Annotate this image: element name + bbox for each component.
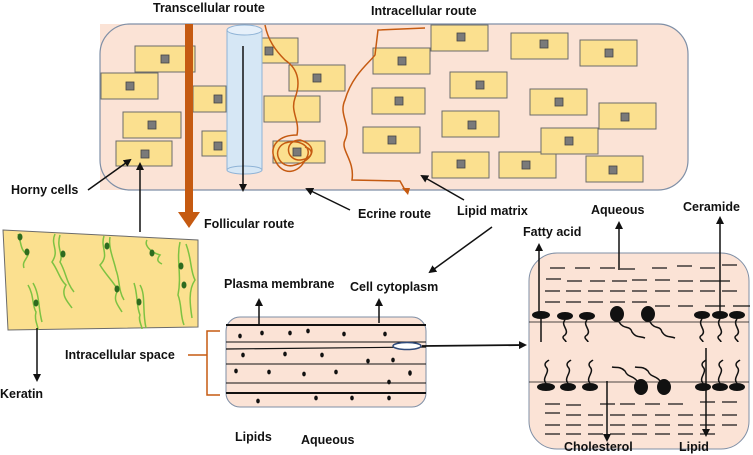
- label-horny-cells: Horny cells: [11, 183, 79, 197]
- label-lipid-matrix: Lipid matrix: [457, 204, 528, 218]
- lipid-matrix-cytoplasm-arrow: [428, 226, 493, 274]
- keratin-nuclei: [17, 233, 187, 307]
- label-plasma-membrane: Plasma membrane: [224, 277, 335, 291]
- label-fatty-acid: Fatty acid: [523, 225, 582, 239]
- lower-lipid-heads: [537, 379, 745, 395]
- horny-cells-arrow-1: [87, 158, 132, 191]
- intracellular-space-bracket: [206, 330, 220, 396]
- transcellular-route-bar: [185, 24, 193, 214]
- zoom-connector-arrow: [421, 341, 527, 350]
- membrane-layers: [225, 324, 427, 394]
- cell-nuclei: [125, 32, 630, 175]
- membrane-particles: [234, 328, 412, 404]
- label-follicular-route: Follicular route: [204, 217, 295, 231]
- zoom-highlight-ellipse: [392, 341, 422, 351]
- follicle-cylinder: [226, 24, 263, 175]
- label-ecrine-route: Ecrine route: [358, 207, 431, 221]
- aqueous-dashes: [545, 264, 750, 435]
- upper-lipid-heads: [532, 306, 745, 322]
- label-cholesterol: Cholesterol: [564, 440, 633, 454]
- ecrine-route-arrow: [305, 188, 351, 211]
- keratin-cell: [2, 229, 199, 331]
- label-ceramide: Ceramide: [683, 200, 740, 214]
- label-lipids: Lipids: [235, 430, 272, 444]
- lipid-matrix-arrow: [420, 175, 465, 201]
- keratin-fibers: [17, 233, 196, 331]
- lipid-bilayer-block: [528, 252, 750, 450]
- label-cell-cytoplasm: Cell cytoplasm: [350, 280, 439, 294]
- ecrine-route-path: [264, 24, 313, 172]
- label-aqueous-bottom: Aqueous: [301, 433, 355, 447]
- membrane-block: [225, 316, 427, 408]
- lower-lipid-tails: [543, 359, 741, 384]
- label-intracellular-route: Intracellular route: [371, 4, 477, 18]
- intracellular-route-path: [342, 27, 426, 191]
- label-intracellular-space: Intracellular space: [65, 348, 175, 362]
- label-transcellular-route: Transcellular route: [153, 1, 265, 15]
- upper-lipid-tails: [540, 318, 740, 343]
- transcellular-route-arrowhead: [178, 212, 200, 228]
- label-keratin: Keratin: [0, 387, 44, 401]
- label-aqueous-right: Aqueous: [591, 203, 645, 217]
- label-lipid: Lipid: [679, 440, 709, 454]
